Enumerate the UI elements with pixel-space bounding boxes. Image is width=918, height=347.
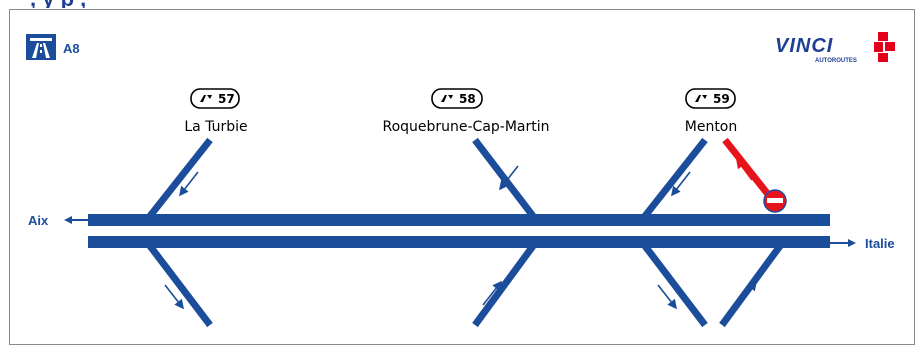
exit-number: 57 <box>218 92 235 106</box>
direction-left-label: Aix <box>28 213 49 228</box>
page-title-fragment: , y p , <box>0 0 918 8</box>
exit-sign-58: 58 <box>431 88 483 109</box>
ramp-57-east-off <box>147 243 213 328</box>
ramp-58-east-on <box>472 243 536 328</box>
vinci-cross-icon <box>874 32 895 62</box>
traffic-arrows <box>164 165 757 310</box>
carriageways <box>88 214 830 248</box>
exit-number: 59 <box>713 92 730 106</box>
exit-sign-57: 57 <box>190 88 240 109</box>
carriageway-westbound <box>88 214 830 226</box>
exit-icon <box>200 95 212 102</box>
exit-sign-59: 59 <box>685 88 736 109</box>
exit-name-58: Roquebrune-Cap-Martin <box>382 119 549 135</box>
direction-right-label: Italie <box>865 236 895 251</box>
exit-number: 58 <box>459 92 476 106</box>
ramp-59-east-off <box>642 243 708 328</box>
direction-left-arrow <box>64 216 88 224</box>
ramp-59-west-on <box>642 137 708 219</box>
direction-right-arrow <box>830 239 856 247</box>
ramp-57-west-on <box>147 137 213 219</box>
closed-ramp-arrow <box>736 158 753 181</box>
exit-name-59: Menton <box>685 119 738 135</box>
no-entry-icon <box>763 189 787 213</box>
page-title-text: , y p , <box>30 0 86 8</box>
logo-brand: VINCI <box>775 35 833 57</box>
ramp-59-east-on <box>719 243 783 328</box>
exit-name-57: La Turbie <box>184 119 247 135</box>
logo-sub: AUTOROUTES <box>815 58 857 64</box>
map-frame <box>9 9 915 345</box>
vinci-logo: VINCI AUTOROUTES <box>775 32 895 64</box>
motorway-icon <box>26 34 56 60</box>
ramps <box>147 137 783 328</box>
carriageway-eastbound <box>88 236 830 248</box>
exit-icon <box>441 95 453 102</box>
exit-icon <box>695 95 707 102</box>
motorway-label: A8 <box>63 41 80 56</box>
ramp-58-west-off <box>472 137 536 219</box>
